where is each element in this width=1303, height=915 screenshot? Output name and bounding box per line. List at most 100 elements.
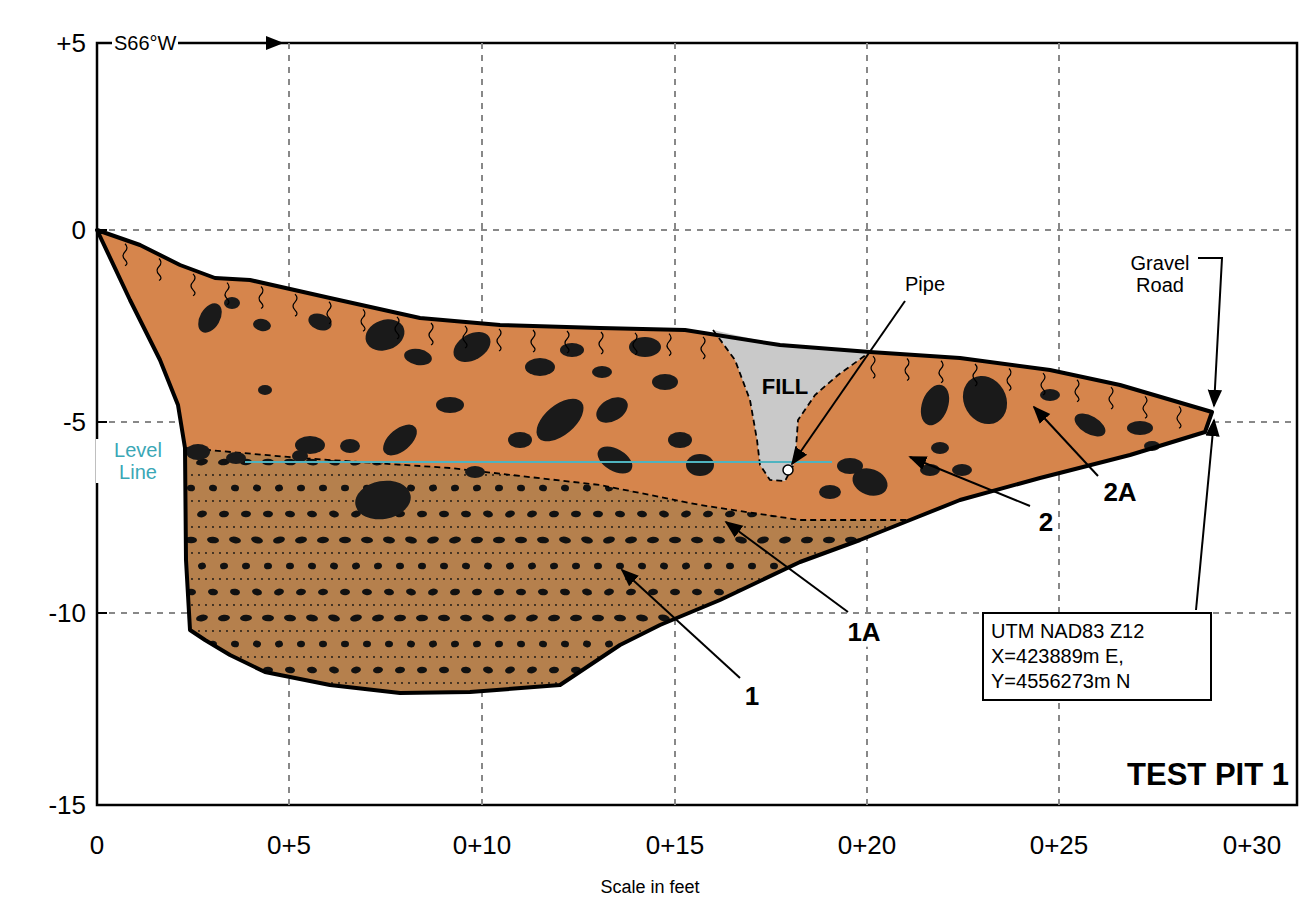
- level-line: [245, 461, 832, 463]
- cobble: [525, 358, 555, 376]
- topsoil-mark: [1075, 380, 1079, 402]
- cobble: [306, 310, 334, 333]
- topsoil-mark: [939, 361, 943, 383]
- frame: [97, 43, 1297, 805]
- topsoil-mark: [157, 259, 161, 281]
- axis-ticks: [97, 43, 107, 613]
- topsoil-mark: [123, 244, 127, 266]
- topsoil-mark: [531, 330, 535, 352]
- axis-label: 0: [90, 831, 104, 860]
- cobble: [186, 444, 210, 460]
- cobble: [465, 466, 485, 478]
- topsoil-mark: [293, 294, 297, 316]
- topsoil-mark: [463, 326, 467, 348]
- unit-number: 2: [1037, 508, 1055, 537]
- cobble: [508, 432, 532, 448]
- axis-label: 0+30: [1223, 831, 1282, 860]
- unit-number: 2A: [1101, 478, 1138, 507]
- leader-line: [910, 457, 1030, 506]
- topsoil-mark: [871, 356, 875, 378]
- cobble: [954, 368, 1015, 432]
- cobble: [292, 450, 308, 462]
- leader-line: [726, 522, 848, 612]
- cobble: [529, 391, 591, 450]
- topsoil-mark: [361, 309, 365, 331]
- pit-outline: [97, 230, 1212, 693]
- cobble: [837, 458, 863, 474]
- leader-line: [1196, 420, 1214, 610]
- cobble: [226, 452, 246, 464]
- topsoil-marks: [123, 244, 1181, 429]
- fill-boundary: [713, 330, 870, 481]
- pipe-symbol: [783, 465, 793, 475]
- cobble: [560, 343, 584, 357]
- topsoil-mark: [599, 332, 603, 354]
- cobble: [1127, 421, 1153, 435]
- cobble: [686, 454, 714, 476]
- bearing-label: S66°W: [112, 32, 178, 54]
- road-label: Gravel Road: [1122, 252, 1198, 296]
- cobble: [592, 366, 612, 378]
- axis-title: Scale in feet: [600, 878, 699, 898]
- leader-line: [792, 301, 905, 464]
- topsoil-mark: [497, 329, 501, 351]
- fill-area: [713, 330, 870, 481]
- contact-line: [185, 448, 910, 520]
- cobble: [593, 441, 637, 479]
- topsoil-mark: [1007, 369, 1011, 391]
- axis-label: 0+20: [838, 831, 897, 860]
- leader-line: [622, 570, 740, 678]
- topsoil-mark: [973, 364, 977, 386]
- topsoil-mark: [905, 358, 909, 380]
- unit-2-soil: [97, 230, 1212, 693]
- cobble: [378, 419, 423, 462]
- axis-label: 0+5: [267, 831, 311, 860]
- fill-label: FILL: [762, 375, 808, 399]
- unit-number: 1: [743, 682, 761, 711]
- cobble: [436, 397, 464, 413]
- cobble: [252, 318, 272, 333]
- cobble: [403, 347, 433, 368]
- cobble: [1071, 409, 1109, 442]
- topsoil-mark: [1041, 373, 1045, 395]
- cobble: [819, 485, 841, 499]
- cobble: [931, 442, 949, 454]
- cobble: [448, 326, 496, 369]
- axis-label: 0: [72, 216, 86, 245]
- cobble: [352, 476, 414, 523]
- topsoil-mark: [1109, 387, 1113, 409]
- cobble: [916, 381, 955, 429]
- topsoil-mark: [1143, 396, 1147, 418]
- axis-label: -15: [48, 791, 86, 820]
- axis-label: 0+15: [646, 831, 705, 860]
- gravel-texture: [173, 457, 923, 700]
- axis-label: -10: [48, 599, 86, 628]
- axis-label: 0+25: [1030, 831, 1089, 860]
- topsoil-mark: [191, 274, 195, 296]
- pipe-label: Pipe: [903, 273, 947, 295]
- topsoil-mark: [667, 334, 671, 356]
- unit-number: 1A: [845, 618, 882, 647]
- cobble: [340, 439, 360, 453]
- leader-line: [205, 42, 282, 44]
- level-line-label: Level Line: [96, 439, 180, 483]
- cobble: [361, 314, 409, 356]
- topsoil-mark: [429, 323, 433, 345]
- leader-line: [1034, 407, 1098, 476]
- cobble: [258, 385, 272, 395]
- topsoil-mark: [701, 337, 705, 359]
- topsoil-mark: [259, 286, 263, 308]
- cobble: [592, 392, 632, 428]
- coordinate-text: UTM NAD83 Z12 X=423889m E, Y=4556273m N: [991, 619, 1203, 694]
- topsoil-mark: [395, 317, 399, 339]
- axis-label: -5: [63, 408, 86, 437]
- grid: [97, 43, 1297, 805]
- topsoil-mark: [1177, 406, 1181, 428]
- diagram-title: TEST PIT 1: [1127, 758, 1289, 792]
- cobble: [193, 299, 226, 337]
- cobble: [952, 464, 972, 476]
- coordinate-box: UTM NAD83 Z12 X=423889m E, Y=4556273m N: [982, 612, 1212, 701]
- cobble: [668, 432, 692, 448]
- axis-label: 0+10: [453, 831, 512, 860]
